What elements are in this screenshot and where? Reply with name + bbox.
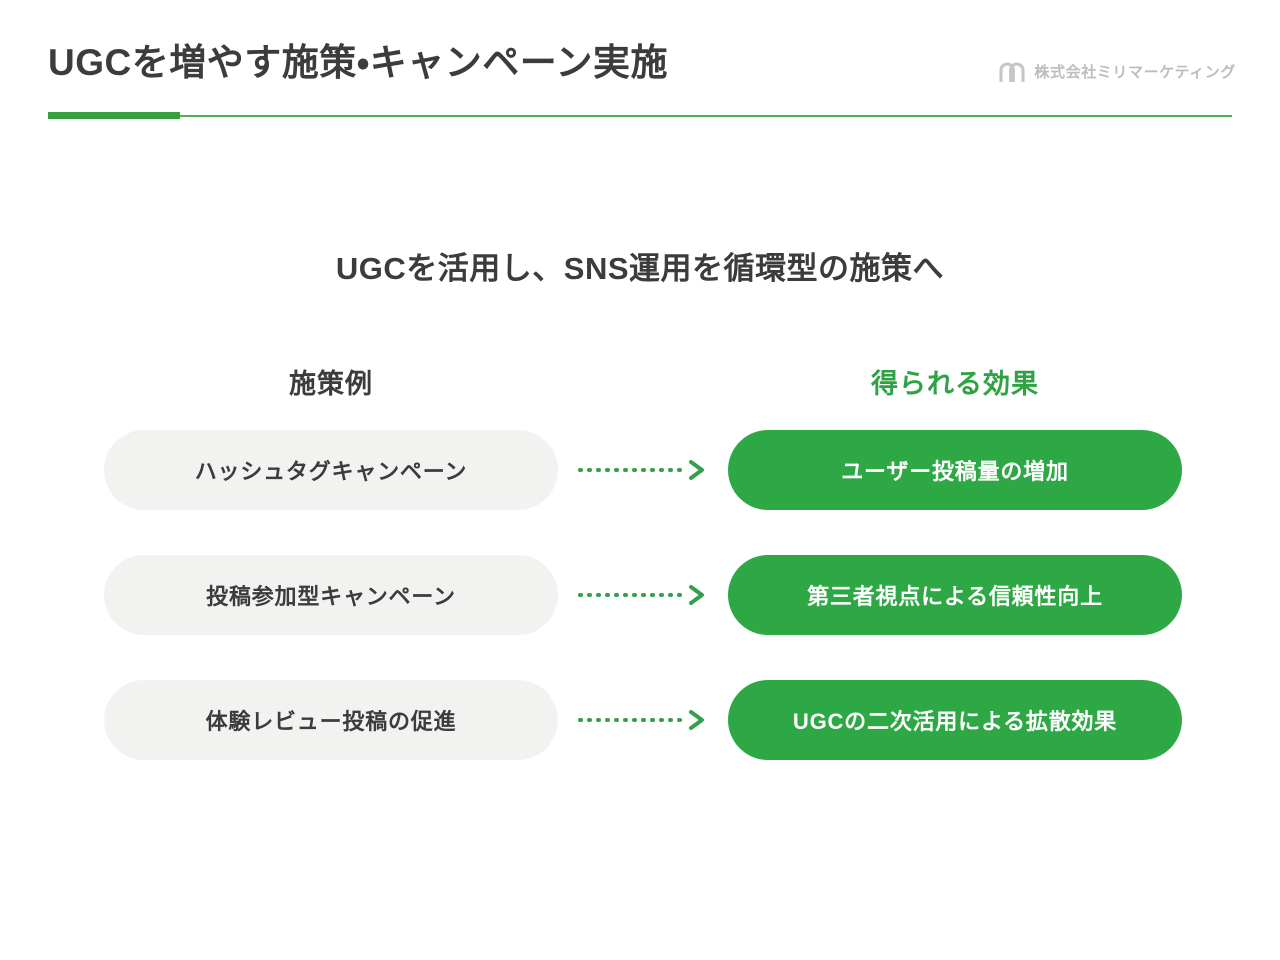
header-rule [48, 115, 1232, 117]
brand-name: 株式会社ミリマーケティング [1034, 64, 1236, 81]
flow-row: ハッシュタグキャンペーン ユーザー投稿量の増加 [0, 430, 1280, 510]
page-title: UGCを増やす施策・キャンペーン実施 [48, 42, 668, 83]
flow-row: 投稿参加型キャンペーン 第三者視点による信頼性向上 [0, 555, 1280, 635]
measure-pill: 投稿参加型キャンペーン [104, 555, 558, 635]
subtitle: UGCを活用し、SNS運用を循環型の施策へ [335, 251, 945, 286]
effect-pill: UGCの二次活用による拡散効果 [728, 680, 1182, 760]
effect-pill: ユーザー投稿量の増加 [728, 430, 1182, 510]
measure-pill: ハッシュタグキャンペーン [104, 430, 558, 510]
dotted-arrow-right-icon [578, 458, 710, 482]
m-logo-icon [999, 61, 1025, 83]
column-header-effects: 得られる効果 [871, 369, 1039, 399]
dotted-arrow-right-icon [578, 708, 710, 732]
dotted-arrow-right-icon [578, 583, 710, 607]
effect-pill: 第三者視点による信頼性向上 [728, 555, 1182, 635]
flow-row: 体験レビュー投稿の促進 UGCの二次活用による拡散効果 [0, 680, 1280, 760]
slide-header: UGCを増やす施策・キャンペーン実施 株式会社ミリマーケティング [0, 0, 1280, 128]
column-header-measures: 施策例 [289, 369, 373, 399]
brand-lockup: 株式会社ミリマーケティング [999, 61, 1236, 83]
flow-diagram: ハッシュタグキャンペーン ユーザー投稿量の増加 投稿参加型キャンペーン 第三者視… [0, 430, 1280, 805]
measure-pill: 体験レビュー投稿の促進 [104, 680, 558, 760]
header-accent-bar [48, 112, 180, 119]
